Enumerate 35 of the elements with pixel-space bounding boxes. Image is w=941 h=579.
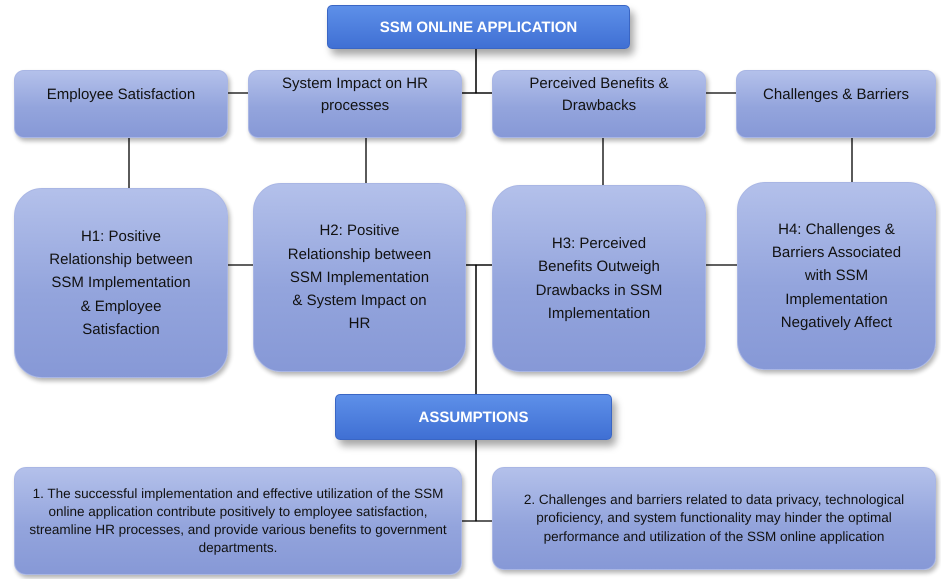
hypothesis-box xyxy=(492,185,706,372)
assumption-box xyxy=(492,467,936,570)
hypothesis-box xyxy=(737,182,936,370)
connector-line xyxy=(228,264,253,266)
assumption-box xyxy=(14,467,462,575)
factor-label: System Impact on HR processes xyxy=(281,74,429,116)
factor-box xyxy=(492,70,706,138)
hypothesis-text: H1: Positive Relationship between SSM Implementation & Employee Satisfaction xyxy=(48,226,194,340)
connector-line xyxy=(851,138,853,182)
hypothesis-box xyxy=(253,183,466,372)
connector-line xyxy=(228,92,248,94)
hypothesis-text: H2: Positive Relationship between SSM Implementation & System Impact on HR xyxy=(286,221,432,334)
hypothesis-box xyxy=(14,188,228,378)
header-box xyxy=(327,5,630,49)
factor-box xyxy=(736,70,936,138)
factor-label: Employee Satisfaction xyxy=(46,84,196,105)
factor-box xyxy=(14,70,228,138)
factor-box xyxy=(248,70,462,138)
connector-line xyxy=(706,92,736,94)
connector-line xyxy=(475,440,492,522)
factor-label: Perceived Benefits & Drawbacks xyxy=(528,74,670,116)
assumption-text: 2. Challenges and barriers related to data privacy, technological proficiency, and system functionality may hinder the optimal performance and utilization of the SSM online application xyxy=(522,491,906,546)
hypothesis-text: H3: Perceived Benefits Outweigh Drawbacks in SSM Implementation xyxy=(534,234,664,324)
hypothesis-text: H4: Challenges & Barriers Associated with SSM Implementation Negatively Affect xyxy=(770,220,902,333)
assumption-text: 1. The successful implementation and effective utilization of the SSM online application contribute positively to employee satisfaction, streamline HR processes, and provide various benefits to government departments. xyxy=(29,484,447,558)
connector-line xyxy=(365,138,367,183)
connector-line xyxy=(475,49,492,94)
connector-line xyxy=(602,138,604,185)
header-box xyxy=(335,394,612,440)
header-text: SSM ONLINE APPLICATION xyxy=(380,18,578,36)
connector-line xyxy=(128,138,130,188)
connector-line xyxy=(706,264,737,266)
header-text: ASSUMPTIONS xyxy=(418,408,528,426)
factor-label: Challenges & Barriers xyxy=(763,84,909,105)
connector-line xyxy=(475,264,492,394)
